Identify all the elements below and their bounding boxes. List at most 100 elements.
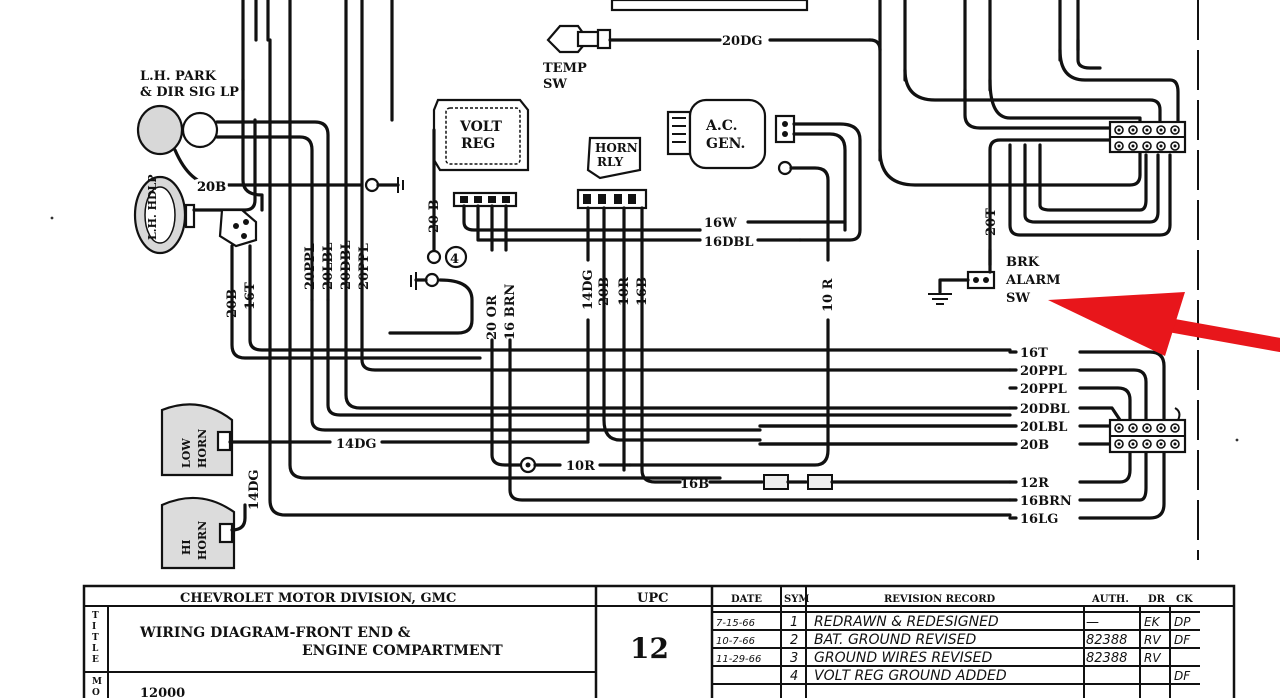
harness-label: 16LG bbox=[1020, 512, 1058, 527]
connector-pin-center bbox=[1117, 128, 1121, 132]
wire-label-20ppl-a: 20PPL bbox=[303, 243, 318, 290]
revision-auth: 82388 bbox=[1086, 633, 1127, 648]
harness-label: 16BRN bbox=[1020, 494, 1072, 509]
wire-label-20dbl: 20DBL bbox=[339, 241, 354, 291]
revision-sym: 1 bbox=[790, 615, 798, 630]
wire-label-14dg-vert: 14DG bbox=[581, 270, 596, 310]
revision-text: BAT. GROUND REVISED bbox=[814, 632, 977, 648]
connector-pin-center bbox=[1145, 426, 1149, 430]
wire-label-16dbl: 16DBL bbox=[704, 235, 754, 250]
dir-sig-connector bbox=[218, 208, 258, 248]
callout-number: 4 bbox=[450, 252, 459, 267]
wire-label-20lbl: 20LBL bbox=[321, 243, 336, 290]
harness-label: 20PPL bbox=[1020, 364, 1067, 379]
wire-label-16t-left: 16T bbox=[243, 282, 258, 310]
title-side-letter: E bbox=[92, 655, 99, 665]
col-ck: CK bbox=[1176, 594, 1193, 605]
hi-horn-label-2: HORN bbox=[196, 521, 209, 560]
ac-gen-label-2: GEN. bbox=[706, 136, 745, 152]
revision-sym: 3 bbox=[790, 651, 798, 666]
connector-pin-center bbox=[1117, 426, 1121, 430]
lh-park-label-2: & DIR SIG LP bbox=[140, 85, 239, 100]
revision-text: GROUND WIRES REVISED bbox=[814, 650, 992, 666]
wire-label-20or: 20 OR bbox=[485, 295, 500, 340]
main-harness bbox=[1078, 350, 1187, 520]
temp-switch-label-2: SW bbox=[543, 77, 567, 92]
connector-pin-center bbox=[1173, 128, 1177, 132]
lh-park-label-1: L.H. PARK bbox=[140, 69, 217, 84]
col-revision: REVISION RECORD bbox=[884, 594, 996, 605]
temp-switch-label-1: TEMP bbox=[543, 61, 587, 76]
connector-pin-center bbox=[1145, 128, 1149, 132]
wire-label-14dg-hi-horn: 14DG bbox=[247, 470, 262, 510]
connector-pin-center bbox=[1159, 128, 1163, 132]
wire-label-16w: 16W bbox=[704, 216, 737, 231]
title-side-letter: T bbox=[92, 633, 99, 643]
mid-horizontal-wires: 10R 16B bbox=[519, 456, 1012, 492]
connector-pin-center bbox=[1145, 144, 1149, 148]
revision-text: VOLT REG GROUND ADDED bbox=[814, 668, 1007, 684]
horn-relay-label-2: RLY bbox=[597, 155, 624, 169]
col-auth: AUTH. bbox=[1091, 594, 1129, 605]
wire-label-14dg-horizontal: 14DG bbox=[336, 437, 376, 452]
revision-auth: 82388 bbox=[1086, 651, 1127, 666]
horn-relay: HORN RLY bbox=[576, 136, 762, 484]
volt-reg-label-2: REG bbox=[461, 136, 495, 152]
upc-header: UPC bbox=[637, 591, 668, 606]
revision-date: 7-15-66 bbox=[716, 618, 755, 629]
revision-ck: DF bbox=[1174, 633, 1191, 647]
title-side-letter: L bbox=[92, 644, 99, 654]
model-side-letter: O bbox=[92, 688, 100, 698]
connector-pin-center bbox=[1131, 128, 1135, 132]
connector-pin-center bbox=[1159, 442, 1163, 446]
upper-connector-block bbox=[1108, 120, 1187, 154]
wire-label-16b-horizontal: 16B bbox=[680, 477, 709, 492]
revision-auth: — bbox=[1086, 615, 1099, 630]
division-name: CHEVROLET MOTOR DIVISION, GMC bbox=[180, 591, 456, 606]
connector-pin-center bbox=[1131, 144, 1135, 148]
connector-pin-center bbox=[1145, 442, 1149, 446]
volt-reg-label-1: VOLT bbox=[459, 119, 503, 135]
title-line-1: WIRING DIAGRAM-FRONT END & bbox=[139, 625, 411, 641]
wire-label-20b-left: 20B bbox=[225, 289, 240, 318]
wire-label-20ppl-b: 20PPL bbox=[357, 243, 372, 290]
temp-switch: TEMP SW 20DG bbox=[543, 24, 882, 92]
wire-label-10r-right: 10 R bbox=[821, 278, 836, 312]
col-date: DATE bbox=[731, 594, 762, 605]
revision-sym: 4 bbox=[790, 669, 798, 684]
col-dr: DR bbox=[1148, 594, 1166, 605]
low-horn-label-2: HORN bbox=[196, 429, 209, 468]
title-line-2: ENGINE COMPARTMENT bbox=[302, 643, 503, 659]
title-block: CHEVROLET MOTOR DIVISION, GMC UPC DATE S… bbox=[82, 584, 1236, 698]
lh-park-lamp: L.H. PARK & DIR SIG LP 20B 20B bbox=[136, 69, 404, 302]
brk-alarm-label-2: ALARM bbox=[1005, 273, 1061, 288]
hi-horn: HI HORN 14DG bbox=[160, 470, 262, 570]
wire-label-10r-mid: 10R bbox=[617, 277, 632, 306]
connector-pin-center bbox=[1173, 426, 1177, 430]
harness-label: 20B bbox=[1020, 438, 1049, 453]
brk-alarm-label-3: SW bbox=[1006, 291, 1030, 306]
revision-sym: 2 bbox=[790, 633, 798, 648]
ac-generator: A.C. GEN. bbox=[628, 98, 862, 467]
left-vertical-wires bbox=[230, 0, 1012, 517]
revision-text: REDRAWN & REDESIGNED bbox=[814, 614, 999, 630]
voltage-regulator: VOLT REG 4 20 B bbox=[388, 98, 1012, 502]
low-horn: LOW HORN 14DG bbox=[160, 403, 590, 477]
harness-label: 20LBL bbox=[1020, 420, 1067, 435]
lh-headlamp: L.H. HDLP bbox=[133, 118, 257, 255]
col-sym: SYM bbox=[784, 594, 809, 605]
lh-headlamp-label: L.H. HDLP bbox=[146, 174, 159, 240]
connector-pin-center bbox=[1173, 442, 1177, 446]
ac-gen-label-1: A.C. bbox=[705, 118, 738, 134]
connector-pin-center bbox=[1117, 144, 1121, 148]
connector-pin-center bbox=[1131, 442, 1135, 446]
wire-label-20t: 20T bbox=[984, 208, 999, 236]
upper-harness-loops bbox=[878, 0, 1199, 560]
connector-pin-center bbox=[1173, 144, 1177, 148]
wire-label-20b-park-text: 20B bbox=[197, 180, 226, 195]
red-arrow-annotation bbox=[1048, 292, 1280, 356]
